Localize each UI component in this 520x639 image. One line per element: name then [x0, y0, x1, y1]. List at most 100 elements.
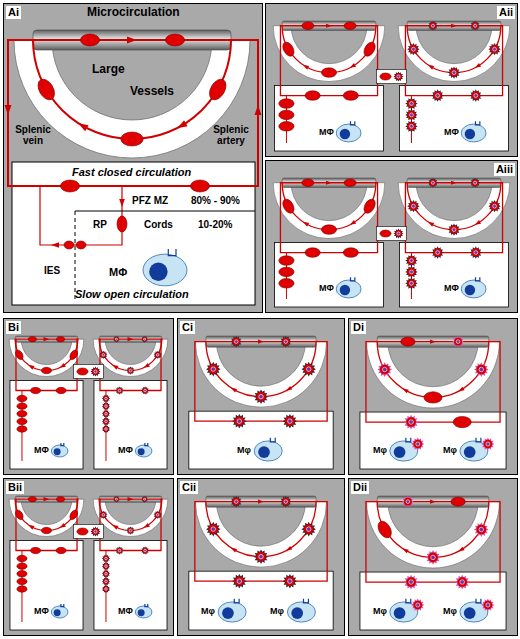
infected-cell-knobs	[481, 437, 494, 450]
arrow-head	[59, 363, 66, 370]
macrophage	[461, 280, 486, 298]
macrophage	[143, 254, 187, 286]
parasite	[411, 47, 415, 51]
arrow-head	[258, 499, 264, 503]
macrophage-nucleus	[340, 129, 350, 139]
infected-cell	[103, 586, 108, 591]
infected-cell	[142, 497, 146, 501]
macrophage-label: MΦ	[118, 607, 133, 617]
spleen-schematic	[273, 21, 385, 151]
arrow-head	[302, 63, 309, 70]
vessel-band	[367, 502, 500, 568]
red-blood-cell	[28, 337, 36, 342]
red-pulp-box	[360, 572, 506, 630]
vessel-loop	[99, 499, 162, 530]
parasite	[129, 529, 132, 532]
macrophage	[135, 445, 152, 457]
infected-cell-knobs	[402, 496, 414, 508]
arrow-head	[128, 497, 134, 501]
vessel-band	[273, 26, 385, 82]
arrow-head	[258, 339, 264, 343]
infected-cell	[430, 179, 436, 185]
infected-cell-knobs	[141, 336, 148, 343]
infected-cell-knobs	[470, 89, 482, 101]
spleen-schematic	[398, 21, 510, 151]
infected-cell-knobs	[283, 414, 298, 429]
infected-cell-knobs	[230, 496, 242, 508]
macrophage-label: MΦ	[109, 266, 127, 278]
macrophage-nucleus	[149, 263, 167, 281]
red-blood-cell	[41, 367, 51, 373]
infected-cell	[103, 411, 108, 416]
red-blood-cell	[279, 110, 294, 119]
spleen-schematic	[9, 336, 84, 469]
parasite	[211, 527, 216, 532]
infected-cell	[235, 416, 245, 426]
parasite	[288, 419, 293, 424]
infected-cell-knobs	[90, 526, 100, 536]
red-blood-cell	[17, 571, 27, 577]
infected-cell	[395, 73, 402, 80]
parasite	[105, 580, 108, 583]
infected-cell-knobs	[431, 246, 443, 258]
receptor-symbol	[304, 599, 309, 603]
parasite	[436, 94, 440, 98]
parasite	[211, 367, 216, 372]
red-blood-cell	[17, 403, 27, 409]
infected-cell-knobs	[99, 511, 107, 519]
annotation-label: RP	[93, 219, 107, 230]
parasite	[397, 232, 400, 235]
parasite	[416, 603, 420, 607]
red-blood-cell	[424, 392, 442, 403]
infected-cell	[101, 512, 106, 517]
arrow-head	[326, 181, 332, 185]
parasite	[94, 370, 97, 373]
arrow-head	[111, 363, 118, 370]
infected-cell-knobs	[470, 178, 480, 188]
infected-cell	[117, 548, 122, 553]
infected-cell-knobs	[470, 21, 480, 31]
infected-cell	[454, 338, 462, 346]
infected-cell	[103, 403, 108, 408]
red-pulp-box	[12, 162, 255, 305]
infected-cell	[476, 365, 486, 375]
macrophage-label: MΦ	[34, 607, 49, 617]
parasite	[144, 338, 146, 340]
vessel-band	[367, 342, 500, 408]
red-blood-cell	[321, 225, 336, 234]
arrow-head	[302, 220, 309, 227]
red-blood-cell	[305, 248, 320, 257]
infected-cell-knobs	[393, 228, 403, 238]
infected-cell-knobs	[102, 402, 110, 410]
infected-cell-knobs	[90, 366, 100, 376]
arrow-head	[128, 337, 134, 341]
red-blood-cell	[17, 411, 27, 417]
arrow-head	[27, 523, 34, 530]
infected-cell-knobs	[206, 522, 221, 537]
parasite	[259, 394, 264, 399]
infected-cell-knobs	[206, 362, 221, 377]
red-blood-cell	[80, 34, 99, 46]
parasite	[156, 514, 159, 517]
macrophage	[336, 124, 361, 142]
infected-cell-knobs	[102, 562, 110, 570]
parasite	[456, 340, 460, 344]
receptor-symbol	[476, 121, 480, 125]
infected-cell	[484, 601, 493, 610]
infected-cell-knobs	[230, 336, 242, 348]
infected-cell-knobs	[102, 554, 110, 562]
vessel-band	[273, 183, 385, 239]
red-blood-cell	[451, 497, 465, 506]
infected-cell-knobs	[154, 351, 162, 359]
infected-cell-knobs	[448, 66, 460, 78]
parasite	[234, 340, 238, 344]
parasite	[156, 354, 159, 357]
macrophage-label: Mφ	[270, 607, 284, 617]
vessel-loop	[282, 183, 376, 230]
infected-cell	[413, 601, 422, 610]
macrophage-nucleus	[291, 607, 303, 619]
red-blood-cell	[375, 519, 394, 540]
infected-cell	[407, 122, 415, 130]
macrophage-label: MΦ	[319, 128, 334, 138]
